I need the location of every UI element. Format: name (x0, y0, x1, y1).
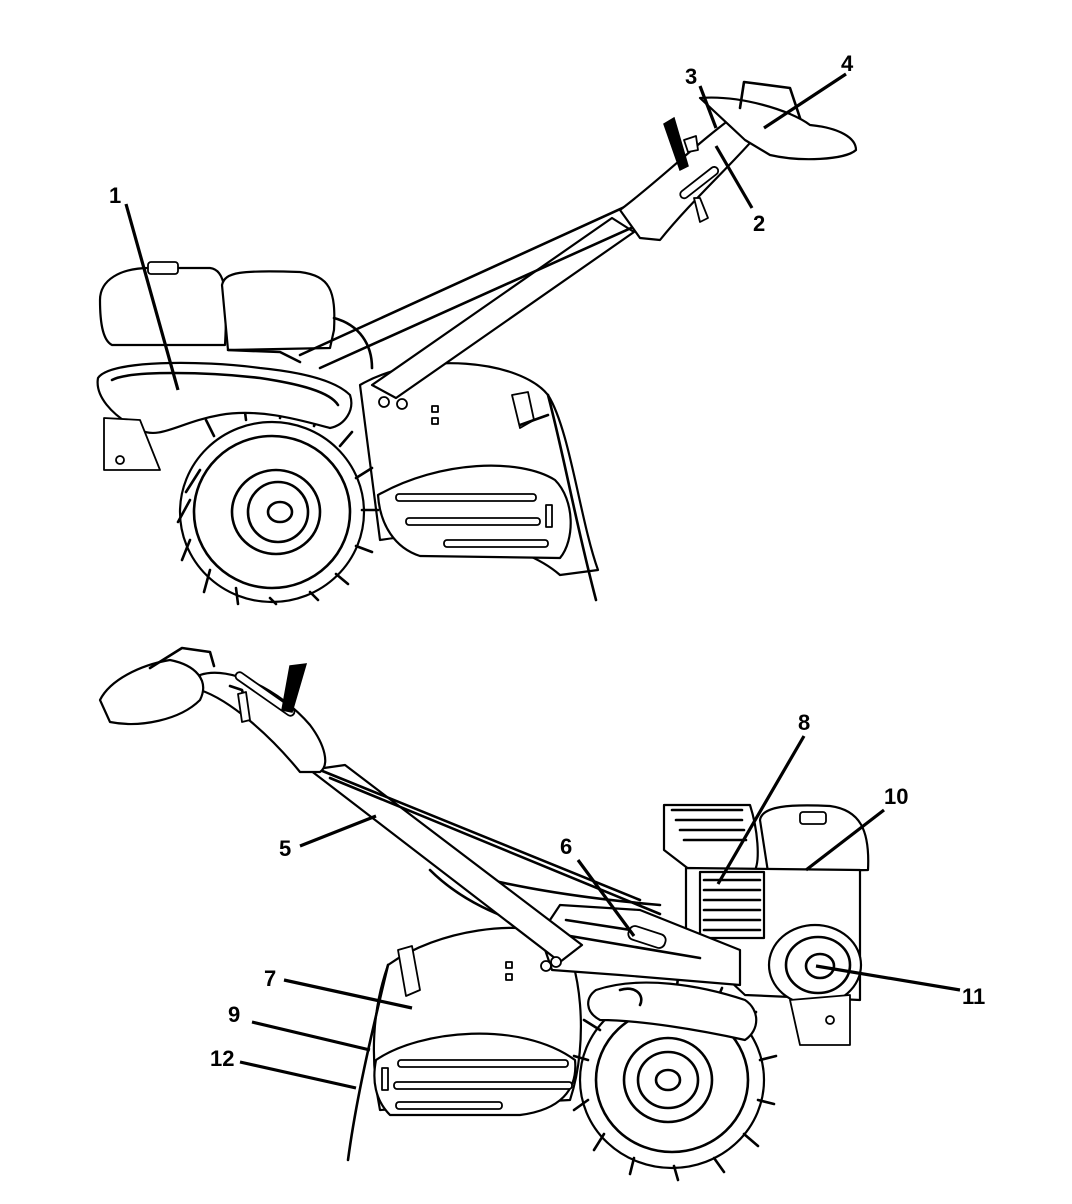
callout-numbers: 1 2 3 4 5 6 7 8 9 10 11 12 (109, 51, 985, 1071)
side-shield-top (376, 464, 572, 560)
leader-2 (714, 145, 754, 209)
leader-10 (805, 808, 885, 872)
leader-12 (239, 1060, 357, 1090)
callout-12: 12 (210, 1046, 234, 1071)
callout-1: 1 (109, 183, 121, 208)
callout-9: 9 (228, 1002, 240, 1027)
wheel-top (176, 400, 380, 606)
callout-7: 7 (264, 966, 276, 991)
callout-3: 3 (685, 64, 697, 89)
leader-4 (763, 72, 847, 130)
fender-top (96, 361, 353, 471)
handle-assembly-bottom (98, 646, 662, 972)
handle-assembly-top (298, 80, 858, 410)
leader-9 (251, 1020, 371, 1052)
fender-bottom (587, 981, 758, 1042)
leader-3 (698, 85, 718, 129)
engine-top (98, 261, 374, 370)
leader-8 (716, 735, 806, 885)
leader-7 (283, 978, 413, 1010)
callout-4: 4 (841, 51, 854, 76)
callout-11: 11 (962, 984, 985, 1009)
leader-lines (124, 72, 961, 1090)
callout-5: 5 (279, 836, 291, 861)
tiller-bottom-view (98, 646, 870, 1182)
callout-10: 10 (884, 784, 908, 809)
side-shield-bottom (373, 1032, 577, 1117)
callout-2: 2 (753, 211, 765, 236)
tiller-top-view (96, 80, 858, 606)
leader-5 (299, 814, 377, 848)
leader-11 (815, 964, 961, 992)
leader-6 (576, 859, 636, 937)
callout-8: 8 (798, 710, 810, 735)
leader-1 (124, 203, 180, 391)
callout-6: 6 (560, 834, 572, 859)
